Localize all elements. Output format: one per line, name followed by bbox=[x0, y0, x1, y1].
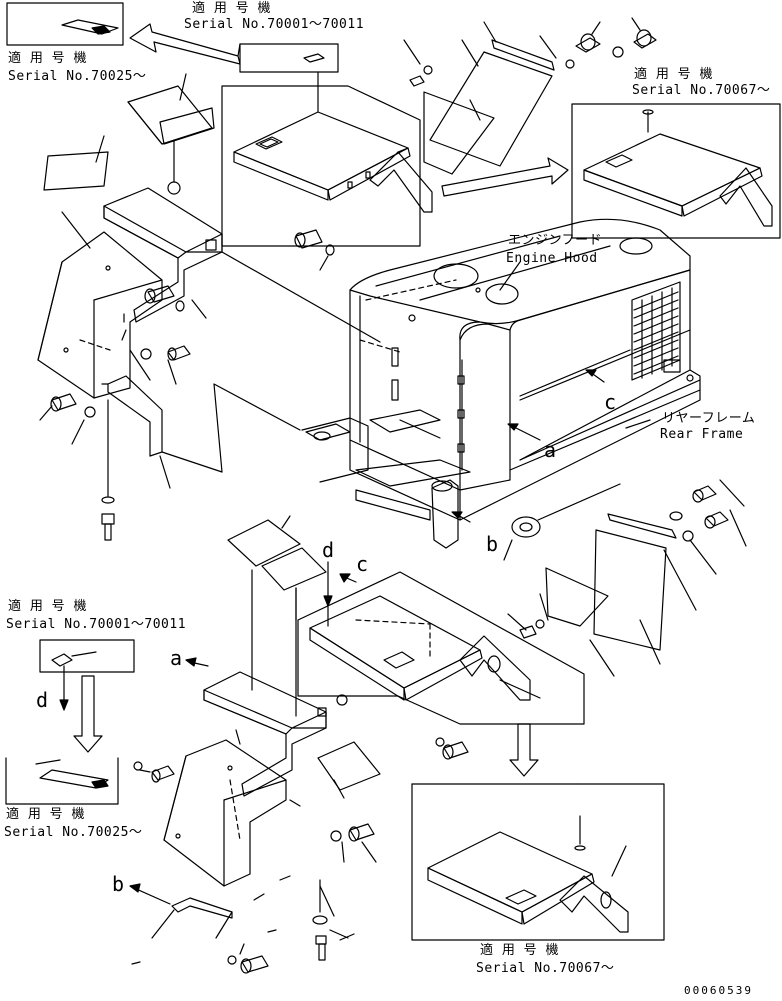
cover-detail-box-top bbox=[222, 72, 432, 246]
ref-arrow-b-lower bbox=[130, 884, 170, 904]
ref-letter-a-hood: a bbox=[544, 438, 557, 462]
applicable-model-label-top-right: 適 用 号 機 bbox=[634, 67, 713, 82]
rear-frame-label-jp: リヤーフレーム bbox=[662, 411, 756, 426]
applicable-model-label-bottom-right: 適 用 号 機 bbox=[480, 943, 559, 958]
cover-detail-box-top-right bbox=[572, 104, 780, 238]
applicable-model-label-lower-left-2: 適 用 号 機 bbox=[6, 807, 85, 822]
transfer-arrow-down-right bbox=[510, 724, 538, 776]
ref-letter-c-hood: c bbox=[604, 390, 617, 414]
serial-label-top-70001: Serial No.70001〜70011 bbox=[184, 17, 365, 32]
applicable-model-label-top: 適 用 号 機 bbox=[192, 1, 271, 16]
serial-label-bottom-right-70067: Serial No.70067〜 bbox=[476, 961, 615, 976]
ref-letter-b-hood: b bbox=[486, 532, 499, 556]
serial-label-lower-left-70025: Serial No.70025〜 bbox=[4, 825, 143, 840]
right-side-panel-lower bbox=[508, 480, 746, 676]
ref-letter-c-lower: c bbox=[356, 552, 369, 576]
cover-detail-box-lower bbox=[298, 562, 584, 724]
applicable-model-label-top-left: 適 用 号 機 bbox=[8, 51, 87, 66]
cover-detail-box-bottom-right bbox=[412, 784, 664, 940]
fasteners-center-top bbox=[295, 230, 334, 270]
ref-arrow-a-lower bbox=[186, 658, 208, 666]
ref-letter-a-lower: a bbox=[170, 646, 183, 670]
ref-leaders-hood bbox=[452, 370, 604, 522]
ref-letter-d-lower: d bbox=[322, 538, 335, 562]
left-lower-cover-assembly bbox=[132, 570, 468, 973]
ref-letter-d-left: d bbox=[36, 688, 49, 712]
serial-label-lower-left-70001: Serial No.70001〜70011 bbox=[6, 617, 187, 632]
lower-stickers bbox=[228, 516, 326, 620]
transfer-arrow-right bbox=[442, 158, 568, 196]
rear-frame-assembly bbox=[302, 370, 700, 548]
transfer-arrow-down-left bbox=[74, 676, 102, 752]
label-leaders-hood bbox=[500, 262, 650, 428]
rear-frame-label-en: Rear Frame bbox=[660, 427, 744, 442]
ref-letter-b-lower: b bbox=[112, 872, 125, 896]
engine-hood-label-en: Engine Hood bbox=[506, 251, 598, 266]
engine-hood-label-jp: エンジンフード bbox=[508, 233, 603, 248]
serial-label-top-left-70025: Serial No.70025〜 bbox=[8, 69, 147, 84]
serial-label-top-right-70067: Serial No.70067〜 bbox=[632, 83, 771, 98]
inset-box-lower-left-small bbox=[40, 640, 134, 710]
engine-hood-assembly bbox=[350, 219, 690, 490]
drawing-number: 00060539 bbox=[684, 984, 753, 997]
applicable-model-label-lower-left: 適 用 号 機 bbox=[8, 599, 87, 614]
washer-plate-b bbox=[504, 484, 620, 560]
inset-box-top-center bbox=[240, 44, 338, 72]
panel-fasteners-top bbox=[404, 18, 656, 174]
inset-box-lower-left bbox=[6, 758, 118, 804]
inset-box-top-left bbox=[7, 3, 123, 45]
left-upper-cover-assembly bbox=[38, 74, 380, 540]
